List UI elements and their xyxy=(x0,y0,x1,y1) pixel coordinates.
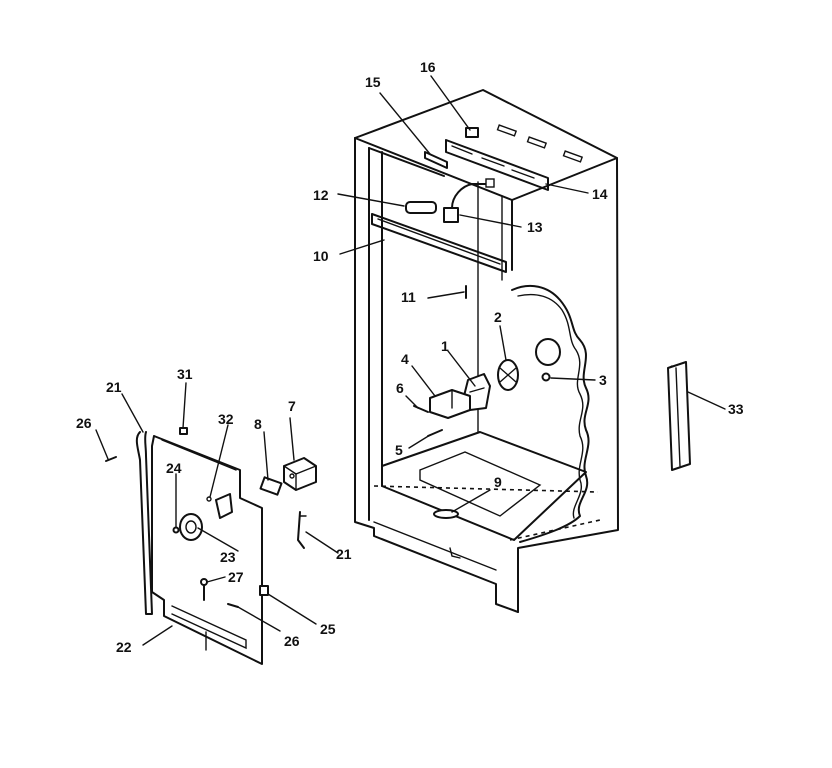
timer-7 xyxy=(283,457,317,491)
callout-14: 14 xyxy=(592,186,608,202)
callout-3: 3 xyxy=(599,372,607,388)
callout-21-right: 21 xyxy=(336,546,352,562)
leader-lines xyxy=(95,75,726,646)
callout-33: 33 xyxy=(728,401,744,417)
callout-labels: 1 2 3 4 5 6 7 8 9 10 11 12 13 14 15 16 2… xyxy=(76,59,744,655)
callout-2: 2 xyxy=(494,309,502,325)
callout-8: 8 xyxy=(254,416,262,432)
light-bulb-12 xyxy=(405,201,437,214)
callout-23: 23 xyxy=(220,549,236,565)
callout-22: 22 xyxy=(116,639,132,655)
callout-13: 13 xyxy=(527,219,543,235)
callout-5: 5 xyxy=(395,442,403,458)
panel-22 xyxy=(151,435,263,665)
callout-26-bottom: 26 xyxy=(284,633,300,649)
callout-32: 32 xyxy=(218,411,234,427)
strip-15 xyxy=(424,151,448,169)
callout-12: 12 xyxy=(313,187,329,203)
top-vents xyxy=(496,124,584,163)
damper-23 xyxy=(179,513,203,541)
callout-1: 1 xyxy=(441,338,449,354)
screw-24 xyxy=(172,526,180,534)
cabinet xyxy=(354,89,619,613)
callout-7: 7 xyxy=(288,398,296,414)
screw-3 xyxy=(541,372,551,382)
bracket-16 xyxy=(465,127,479,138)
callout-10: 10 xyxy=(313,248,329,264)
callout-4: 4 xyxy=(401,351,409,367)
clip-25 xyxy=(259,585,269,596)
callout-6: 6 xyxy=(396,380,404,396)
callout-21-left: 21 xyxy=(106,379,122,395)
trim-33 xyxy=(667,361,691,471)
socket-13 xyxy=(443,178,495,223)
callout-31: 31 xyxy=(177,366,193,382)
callout-24: 24 xyxy=(166,460,182,476)
callout-11: 11 xyxy=(401,289,416,305)
screw-27 xyxy=(200,578,208,601)
screw-26-left xyxy=(105,456,117,462)
bracket-32 xyxy=(206,493,233,519)
callout-16: 16 xyxy=(420,59,436,75)
clip-31 xyxy=(179,427,188,435)
callout-15: 15 xyxy=(365,74,381,90)
fan-blade-2 xyxy=(497,359,519,391)
screw-26-bottom xyxy=(227,603,239,608)
control-housing-14 xyxy=(445,139,549,191)
callout-9: 9 xyxy=(494,474,502,490)
fan-bracket-4 xyxy=(429,389,471,419)
clip-21-right xyxy=(297,511,307,549)
callout-26-left: 26 xyxy=(76,415,92,431)
rail-21-left xyxy=(135,431,153,615)
callout-27: 27 xyxy=(228,569,244,585)
callout-25: 25 xyxy=(320,621,336,637)
light-shield-10 xyxy=(371,213,507,273)
switch-8 xyxy=(259,476,283,496)
